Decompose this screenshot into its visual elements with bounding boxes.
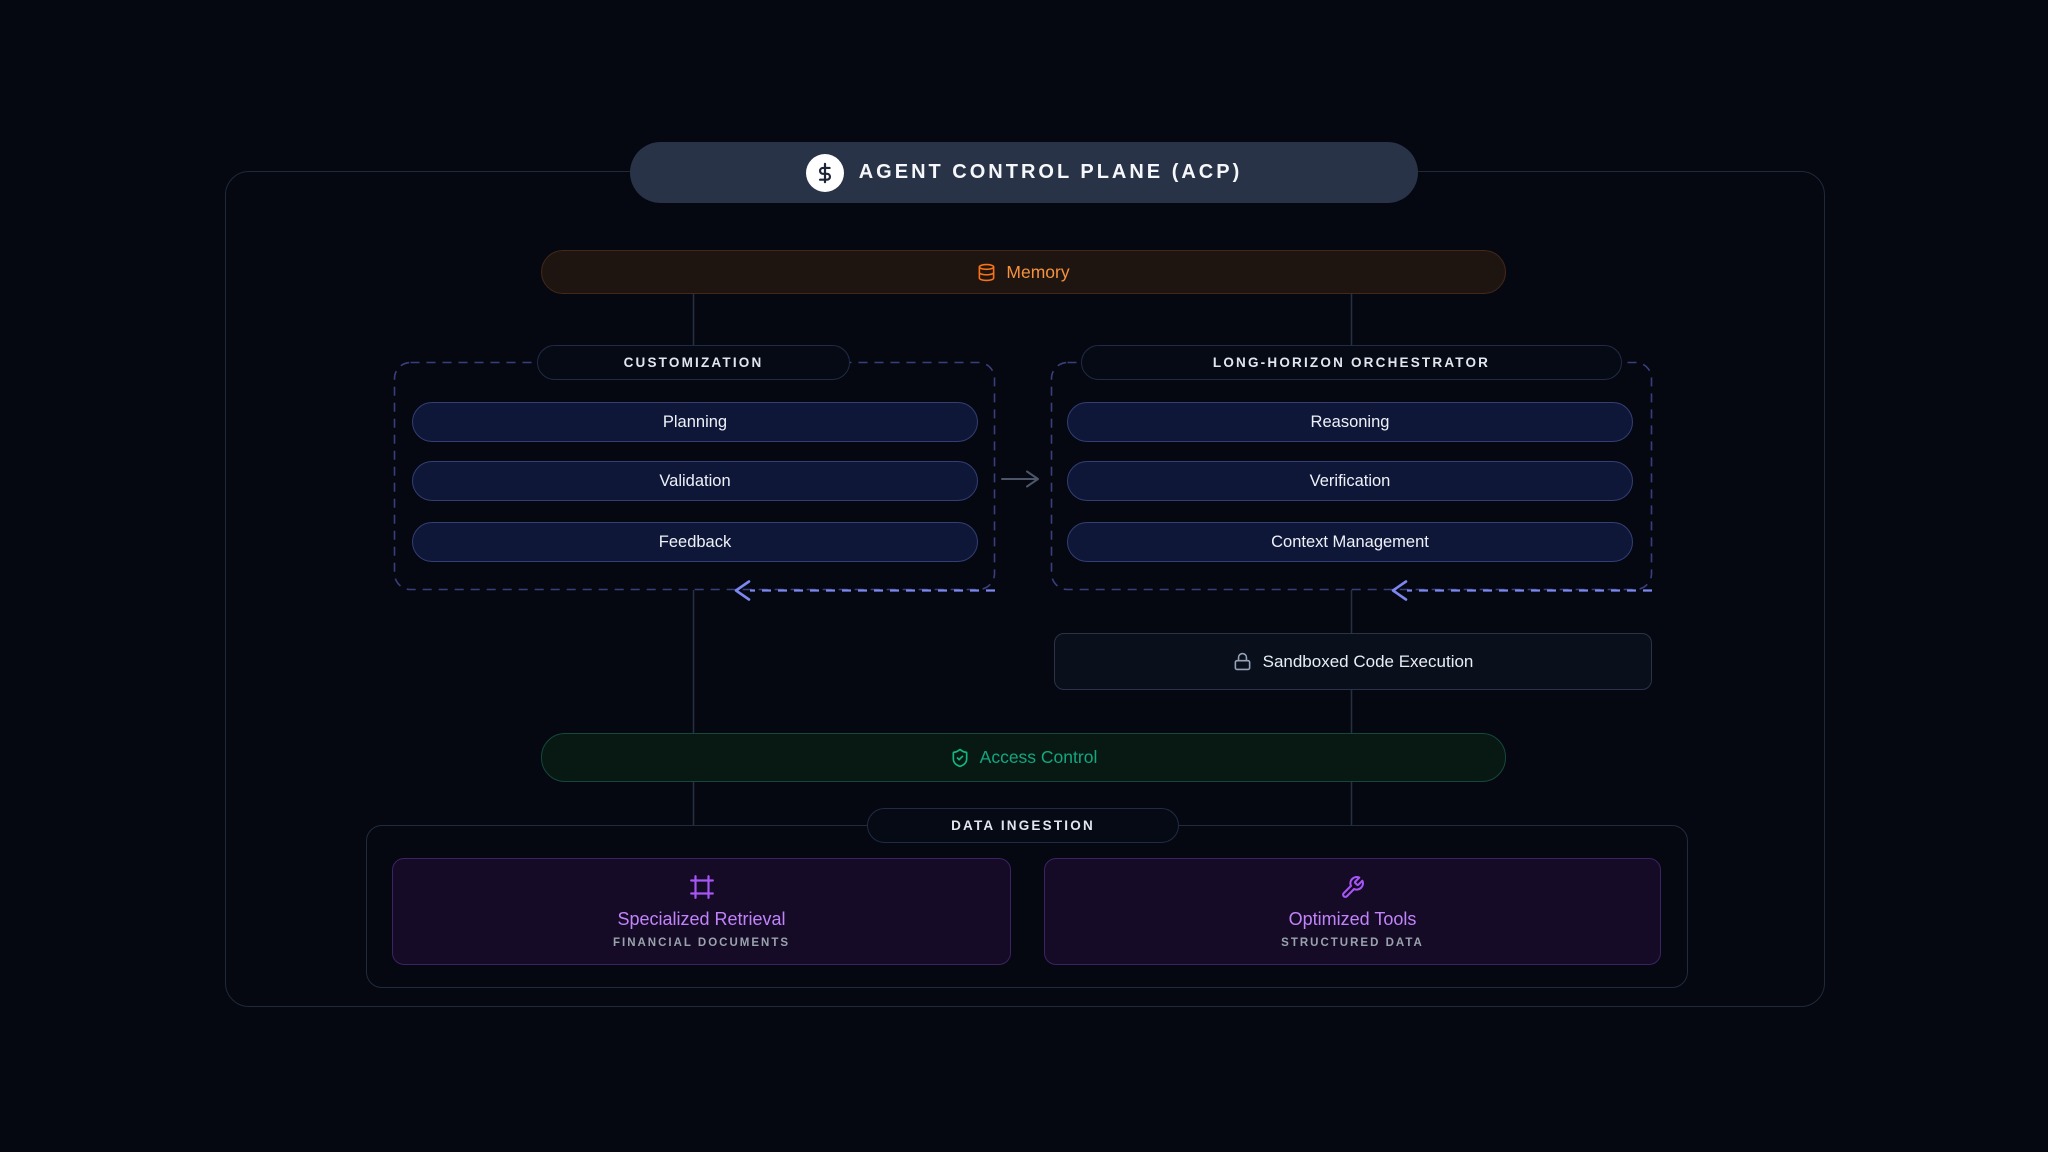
dollar-sign-icon [805,153,844,192]
orchestrator-group-label: LONG-HORIZON ORCHESTRATOR [1081,345,1622,380]
node-context-management[interactable]: Context Management [1067,522,1633,562]
memory-node[interactable]: Memory [541,250,1506,294]
sandbox-label: Sandboxed Code Execution [1262,651,1474,671]
card-optimized-tools[interactable]: Optimized Tools STRUCTURED DATA [1044,858,1661,965]
shield-check-icon [950,748,970,768]
page-title: AGENT CONTROL PLANE (ACP) [858,161,1243,183]
sandboxed-code-execution-node[interactable]: Sandboxed Code Execution [1054,633,1652,690]
card-title: Specialized Retrieval [617,909,786,929]
node-planning[interactable]: Planning [412,402,978,442]
frame-icon [689,874,715,900]
wrench-icon [1340,875,1365,900]
card-title: Optimized Tools [1288,908,1417,929]
node-feedback[interactable]: Feedback [412,522,978,562]
node-reasoning[interactable]: Reasoning [1067,402,1633,442]
card-subtitle: STRUCTURED DATA [1281,936,1424,949]
database-icon [977,263,996,282]
node-verification[interactable]: Verification [1067,461,1633,501]
customization-group-label: CUSTOMIZATION [537,345,850,380]
access-control-node[interactable]: Access Control [541,733,1506,782]
card-subtitle: FINANCIAL DOCUMENTS [612,937,791,949]
header-title-pill: AGENT CONTROL PLANE (ACP) [630,142,1418,203]
node-validation[interactable]: Validation [412,461,978,501]
lock-icon [1233,652,1252,671]
memory-label: Memory [1006,261,1070,282]
card-specialized-retrieval[interactable]: Specialized Retrieval FINANCIAL DOCUMENT… [392,858,1011,965]
access-control-label: Access Control [979,747,1098,767]
data-ingestion-group-label: DATA INGESTION [867,808,1179,843]
